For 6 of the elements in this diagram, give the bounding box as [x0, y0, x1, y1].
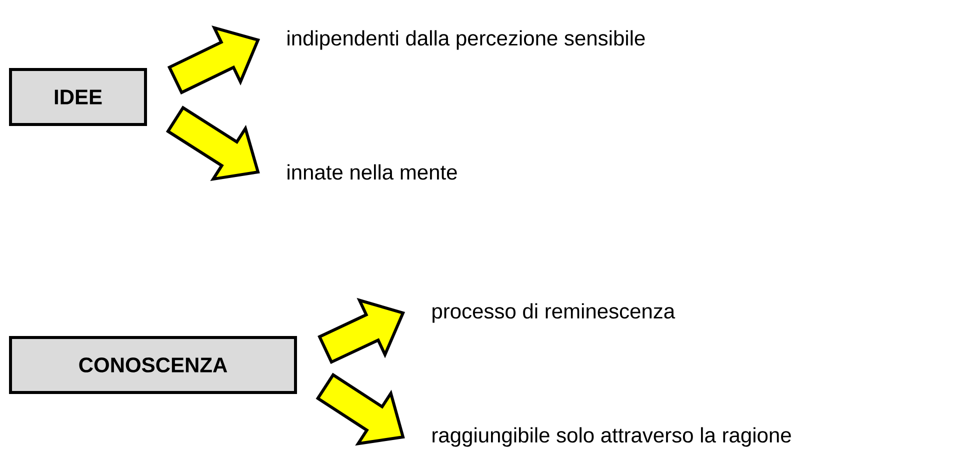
label-box: IDEE	[9, 68, 147, 126]
description-text: raggiungibile solo attraverso la ragione	[432, 427, 791, 447]
description-text: innate nella mente	[288, 164, 457, 180]
label-box: CONOSCENZA	[9, 336, 297, 394]
description-text: indipendenti dalla percezione sensibile	[288, 30, 645, 50]
description-text: processo di reminescenza	[432, 303, 676, 323]
